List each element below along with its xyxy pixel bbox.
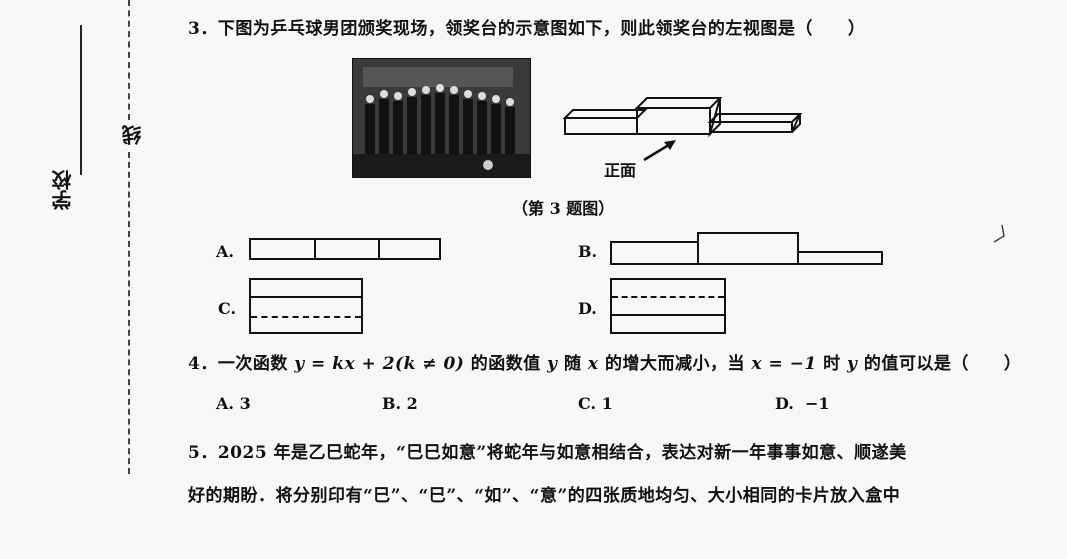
q3-option-c-label[interactable]: C.	[218, 299, 237, 318]
pencil-mark-icon	[993, 224, 1005, 243]
q3-option-a-label[interactable]: A.	[216, 242, 234, 261]
front-arrow-icon	[643, 140, 676, 162]
q3-text: 下图为乒乓球男团颁奖现场，领奖台的示意图如下，则此领奖台的左视图是（ ）	[217, 19, 866, 39]
q4-y1: y	[547, 354, 558, 374]
q4-suffix: 的值可以是（ ）	[863, 354, 1022, 374]
q4-cond: x = −1	[751, 354, 817, 374]
q4-prefix: 一次函数	[217, 354, 288, 374]
q4-option-d-label: D.	[775, 394, 794, 413]
q4-middle: 的函数值	[470, 354, 541, 374]
q4-option-a[interactable]: A. 3	[216, 394, 251, 413]
q4-stem: 4．一次函数 y = kx + 2(k ≠ 0) 的函数值 y 随 x 的增大而…	[188, 349, 1021, 374]
award-ceremony-photo	[352, 58, 531, 178]
q4-option-b-label: B.	[382, 394, 402, 413]
q4-option-a-label: A.	[216, 394, 234, 413]
solid-line	[251, 296, 361, 298]
divider	[378, 240, 380, 258]
q3-option-a-figure[interactable]	[249, 238, 441, 260]
q4-option-b[interactable]: B. 2	[382, 394, 418, 413]
q4-option-d-value: −1	[805, 394, 830, 413]
q3-option-d-figure[interactable]	[610, 278, 726, 334]
q5-line-1: 5．2025 年是乙巳蛇年，“巳巳如意”将蛇年与如意相结合，表达对新一年事事如意…	[188, 443, 907, 463]
q4-mid4: 时	[823, 354, 841, 374]
dashed-line	[251, 316, 361, 318]
school-label: 学校	[51, 170, 75, 210]
q3-number: 3．	[188, 19, 218, 39]
binding-line-bottom	[128, 152, 130, 474]
q3-option-c-figure[interactable]	[249, 278, 363, 334]
q3-option-b-figure[interactable]	[608, 230, 886, 268]
school-underline	[80, 25, 82, 175]
q4-mid3: 的增大而减小，当	[604, 354, 745, 374]
q3-option-d-label[interactable]: D.	[578, 299, 597, 318]
q4-option-a-value: 3	[239, 394, 251, 413]
solid-line	[612, 314, 724, 316]
q4-formula: y = kx + 2(k ≠ 0)	[294, 354, 465, 374]
q4-option-c-value: 1	[601, 394, 613, 413]
award-photo-illustration	[353, 59, 530, 177]
q3-caption: （第 3 题图）	[512, 199, 615, 218]
q3-stem: 3．下图为乒乓球男团颁奖现场，领奖台的示意图如下，则此领奖台的左视图是（ ）	[188, 14, 865, 39]
q4-option-b-value: 2	[406, 394, 418, 413]
q4-mid2: 随	[563, 354, 582, 374]
q4-y2: y	[847, 354, 858, 374]
binding-line-label: 线	[121, 125, 145, 145]
q3-option-b-label[interactable]: B.	[578, 242, 598, 261]
q4-option-c[interactable]: C. 1	[578, 394, 613, 413]
dashed-line	[612, 296, 724, 298]
binding-line-top	[128, 0, 130, 120]
q4-option-c-label: C.	[578, 394, 597, 413]
podium-diagram	[562, 97, 803, 138]
q4-option-d[interactable]: D. −1	[775, 394, 830, 413]
front-label: 正面	[604, 161, 637, 180]
q4-x1: x	[587, 354, 599, 374]
q4-number: 4．	[188, 354, 218, 374]
divider	[314, 240, 316, 258]
q5-line-2: 好的期盼．将分别印有“巳”、“巳”、“如”、“意”的四张质地均匀、大小相同的卡片…	[188, 486, 901, 506]
